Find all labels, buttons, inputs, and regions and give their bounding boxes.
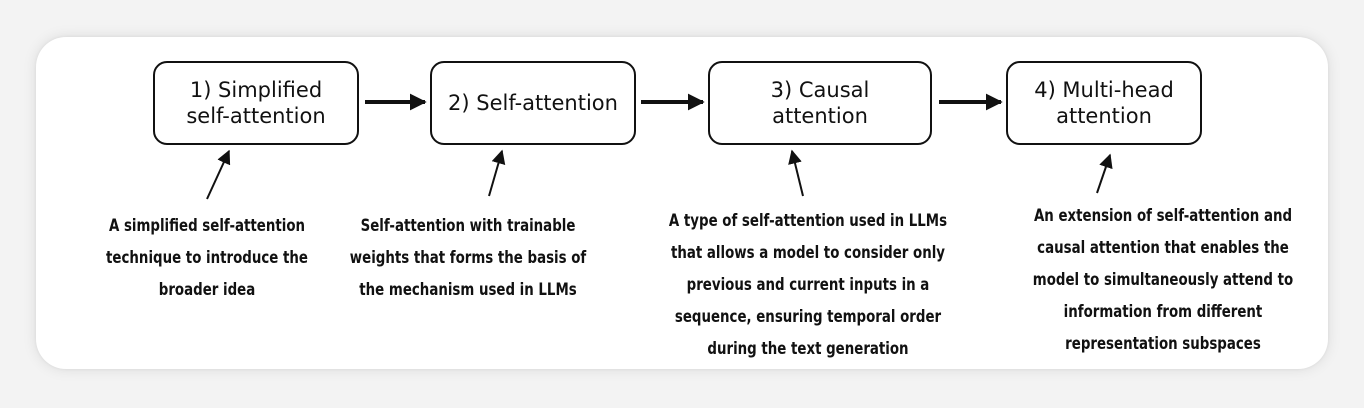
pointer-arrow-2 — [488, 149, 506, 197]
description-line: previous and current inputs in a — [686, 275, 930, 294]
description-line: broader idea — [158, 280, 256, 299]
description-line: technique to introduce the — [106, 248, 308, 267]
step-4-label-line-1: 4) Multi-head — [1034, 78, 1174, 102]
step-4-label-line-2: attention — [1056, 104, 1152, 128]
description-line: causal attention that enables the — [1037, 238, 1289, 257]
step-2-label: 2) Self-attention — [448, 91, 618, 115]
pointer-arrow-1 — [206, 149, 231, 200]
pointer-arrow-3 — [788, 149, 804, 197]
step-4-box: 4) Multi-head attention — [1006, 61, 1202, 145]
description-line: Self-attention with trainable — [360, 216, 576, 235]
description-line: that allows a model to consider only — [670, 243, 946, 262]
description-line: sequence, ensuring temporal order — [674, 307, 942, 326]
step-2-description: Self-attention with trainable weights th… — [320, 210, 617, 306]
step-2-box: 2) Self-attention — [430, 61, 636, 145]
pointer-arrow-4 — [1096, 153, 1113, 194]
description-line: the mechanism used in LLMs — [359, 280, 577, 299]
description-line: weights that forms the basis of — [349, 248, 587, 267]
description-line: information from different — [1063, 302, 1263, 321]
step-1-box: 1) Simplified self-attention — [153, 61, 359, 145]
description-line: representation subspaces — [1065, 334, 1261, 353]
description-line: A simplified self-attention — [108, 216, 306, 235]
description-line: An extension of self-attention and — [1033, 206, 1293, 225]
step-1-label-line-1: 1) Simplified — [189, 78, 323, 102]
step-4-description: An extension of self-attention and causa… — [988, 200, 1339, 360]
description-line: during the text generation — [707, 339, 909, 358]
step-1-label-line-2: self-attention — [186, 104, 326, 128]
step-3-description: A type of self-attention used in LLMs th… — [633, 205, 984, 365]
step-1-description: A simplified self-attention technique to… — [59, 210, 356, 306]
description-line: A type of self-attention used in LLMs — [668, 211, 948, 230]
description-line: model to simultaneously attend to — [1032, 270, 1294, 289]
step-3-box: 3) Causal attention — [708, 61, 932, 145]
step-3-label: 3) Causal attention — [770, 78, 870, 128]
